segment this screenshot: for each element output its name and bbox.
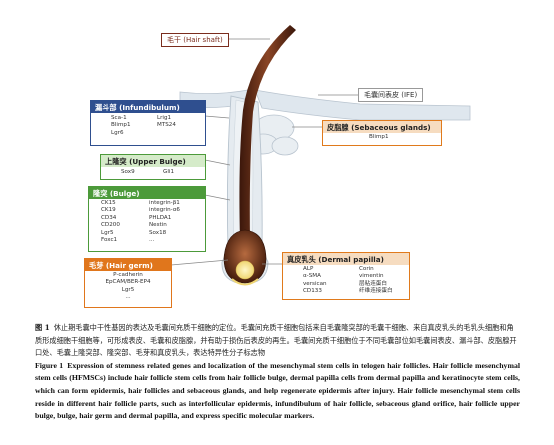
dermal-papilla-title: 真皮乳头 (Dermal papilla) <box>283 253 409 265</box>
marker: Lrig1 <box>157 115 172 121</box>
marker: versican <box>303 280 327 287</box>
marker: Sox18 <box>149 229 167 236</box>
marker: Lgr6 <box>111 129 124 136</box>
marker: PHLDA1 <box>149 214 172 221</box>
marker: Sca-1 <box>111 115 127 121</box>
marker: integrin-β1 <box>149 200 180 206</box>
bulge-markers-left: CK15 CK19 CD34 CD200 Lgr5 Foxc1 <box>101 200 120 244</box>
marker: Gli1 <box>163 169 175 175</box>
marker: Nestin <box>149 222 167 229</box>
hair-germ-title: 毛芽 (Hair germ) <box>85 259 171 271</box>
infundibulum-title: 漏斗部 (Infundibulum) <box>91 101 205 113</box>
marker: Sox9 <box>121 169 135 175</box>
marker: Foxc1 <box>101 237 118 244</box>
hair-germ-box: 毛芽 (Hair germ) P-cadherin EpCAM/BER-EP4 … <box>84 258 172 308</box>
marker: Blimp1 <box>111 122 131 129</box>
caption-english-label: Figure 1 <box>35 360 64 370</box>
marker: CK15 <box>101 200 116 206</box>
upper-bulge-markers-left: Sox9 <box>121 169 135 176</box>
sebaceous-box: 皮脂腺 (Sebaceous glands) Blimp1 <box>322 120 442 146</box>
marker: 层粘连蛋白 <box>359 280 387 287</box>
sebaceous-title: 皮脂腺 (Sebaceous glands) <box>323 121 441 133</box>
upper-bulge-title: 上隆突 (Upper Bulge) <box>101 155 205 167</box>
sebaceous-markers: Blimp1 <box>369 134 389 141</box>
hair-shaft-label: 毛干 (Hair shaft) <box>161 33 229 47</box>
dermal-papilla-box: 真皮乳头 (Dermal papilla) ALP α-SMA versican… <box>282 252 410 300</box>
marker: Lgr5 <box>121 286 135 293</box>
infundibulum-box: 漏斗部 (Infundibulum) Sca-1 Blimp1 Lgr6 Lri… <box>90 100 206 146</box>
marker: α-SMA <box>303 273 321 280</box>
marker: CD34 <box>101 214 117 221</box>
hair-shaft <box>239 25 296 240</box>
infundibulum-markers-left: Sca-1 Blimp1 Lgr6 <box>111 115 131 137</box>
marker: vimentin <box>359 273 384 280</box>
marker: ... <box>149 237 155 244</box>
marker: ... <box>125 294 131 301</box>
marker: MTS24 <box>157 122 176 129</box>
bulge-title: 隆突 (Bulge) <box>89 187 205 199</box>
marker: Lgr5 <box>101 229 114 236</box>
bulge-box: 隆突 (Bulge) CK15 CK19 CD34 CD200 Lgr5 Fox… <box>88 186 206 252</box>
caption-chinese-label: 图 1 <box>35 323 50 332</box>
caption-english-text: Expression of stemness related genes and… <box>35 360 521 421</box>
marker: CD200 <box>101 222 120 229</box>
hair-germ-markers: P-cadherin EpCAM/BER-EP4 Lgr5 ... <box>85 272 171 302</box>
upper-bulge-markers-right: Gli1 <box>163 169 174 176</box>
marker: CK19 <box>101 207 116 214</box>
ife-label: 毛囊间表皮 (IFE) <box>358 88 424 102</box>
upper-bulge-box: 上隆突 (Upper Bulge) Sox9 Gli1 <box>100 154 206 180</box>
marker: integrin-α6 <box>149 207 180 214</box>
marker: ALP <box>303 266 314 272</box>
dermal-papilla-shape <box>235 260 255 280</box>
infundibulum-markers-right: Lrig1 MTS24 <box>157 115 176 130</box>
epidermis-band <box>254 89 471 121</box>
dermal-papilla-markers-left: ALP α-SMA versican CD133 <box>303 266 327 296</box>
caption-chinese-text: 休止期毛囊中干性基因的表达及毛囊间充质干细胞的定位。毛囊间充质干细胞包括来自毛囊… <box>35 323 517 358</box>
marker: Corin <box>359 266 374 272</box>
marker: EpCAM/BER-EP4 <box>105 279 151 286</box>
marker: Blimp1 <box>369 134 389 140</box>
marker: P-cadherin <box>113 272 143 278</box>
bulge-markers-right: integrin-β1 integrin-α6 PHLDA1 Nestin So… <box>149 200 180 244</box>
dermal-papilla-markers-right: Corin vimentin 层粘连蛋白 纤维连接蛋白 <box>359 266 393 296</box>
marker: 纤维连接蛋白 <box>359 288 393 295</box>
marker: CD133 <box>303 288 322 295</box>
